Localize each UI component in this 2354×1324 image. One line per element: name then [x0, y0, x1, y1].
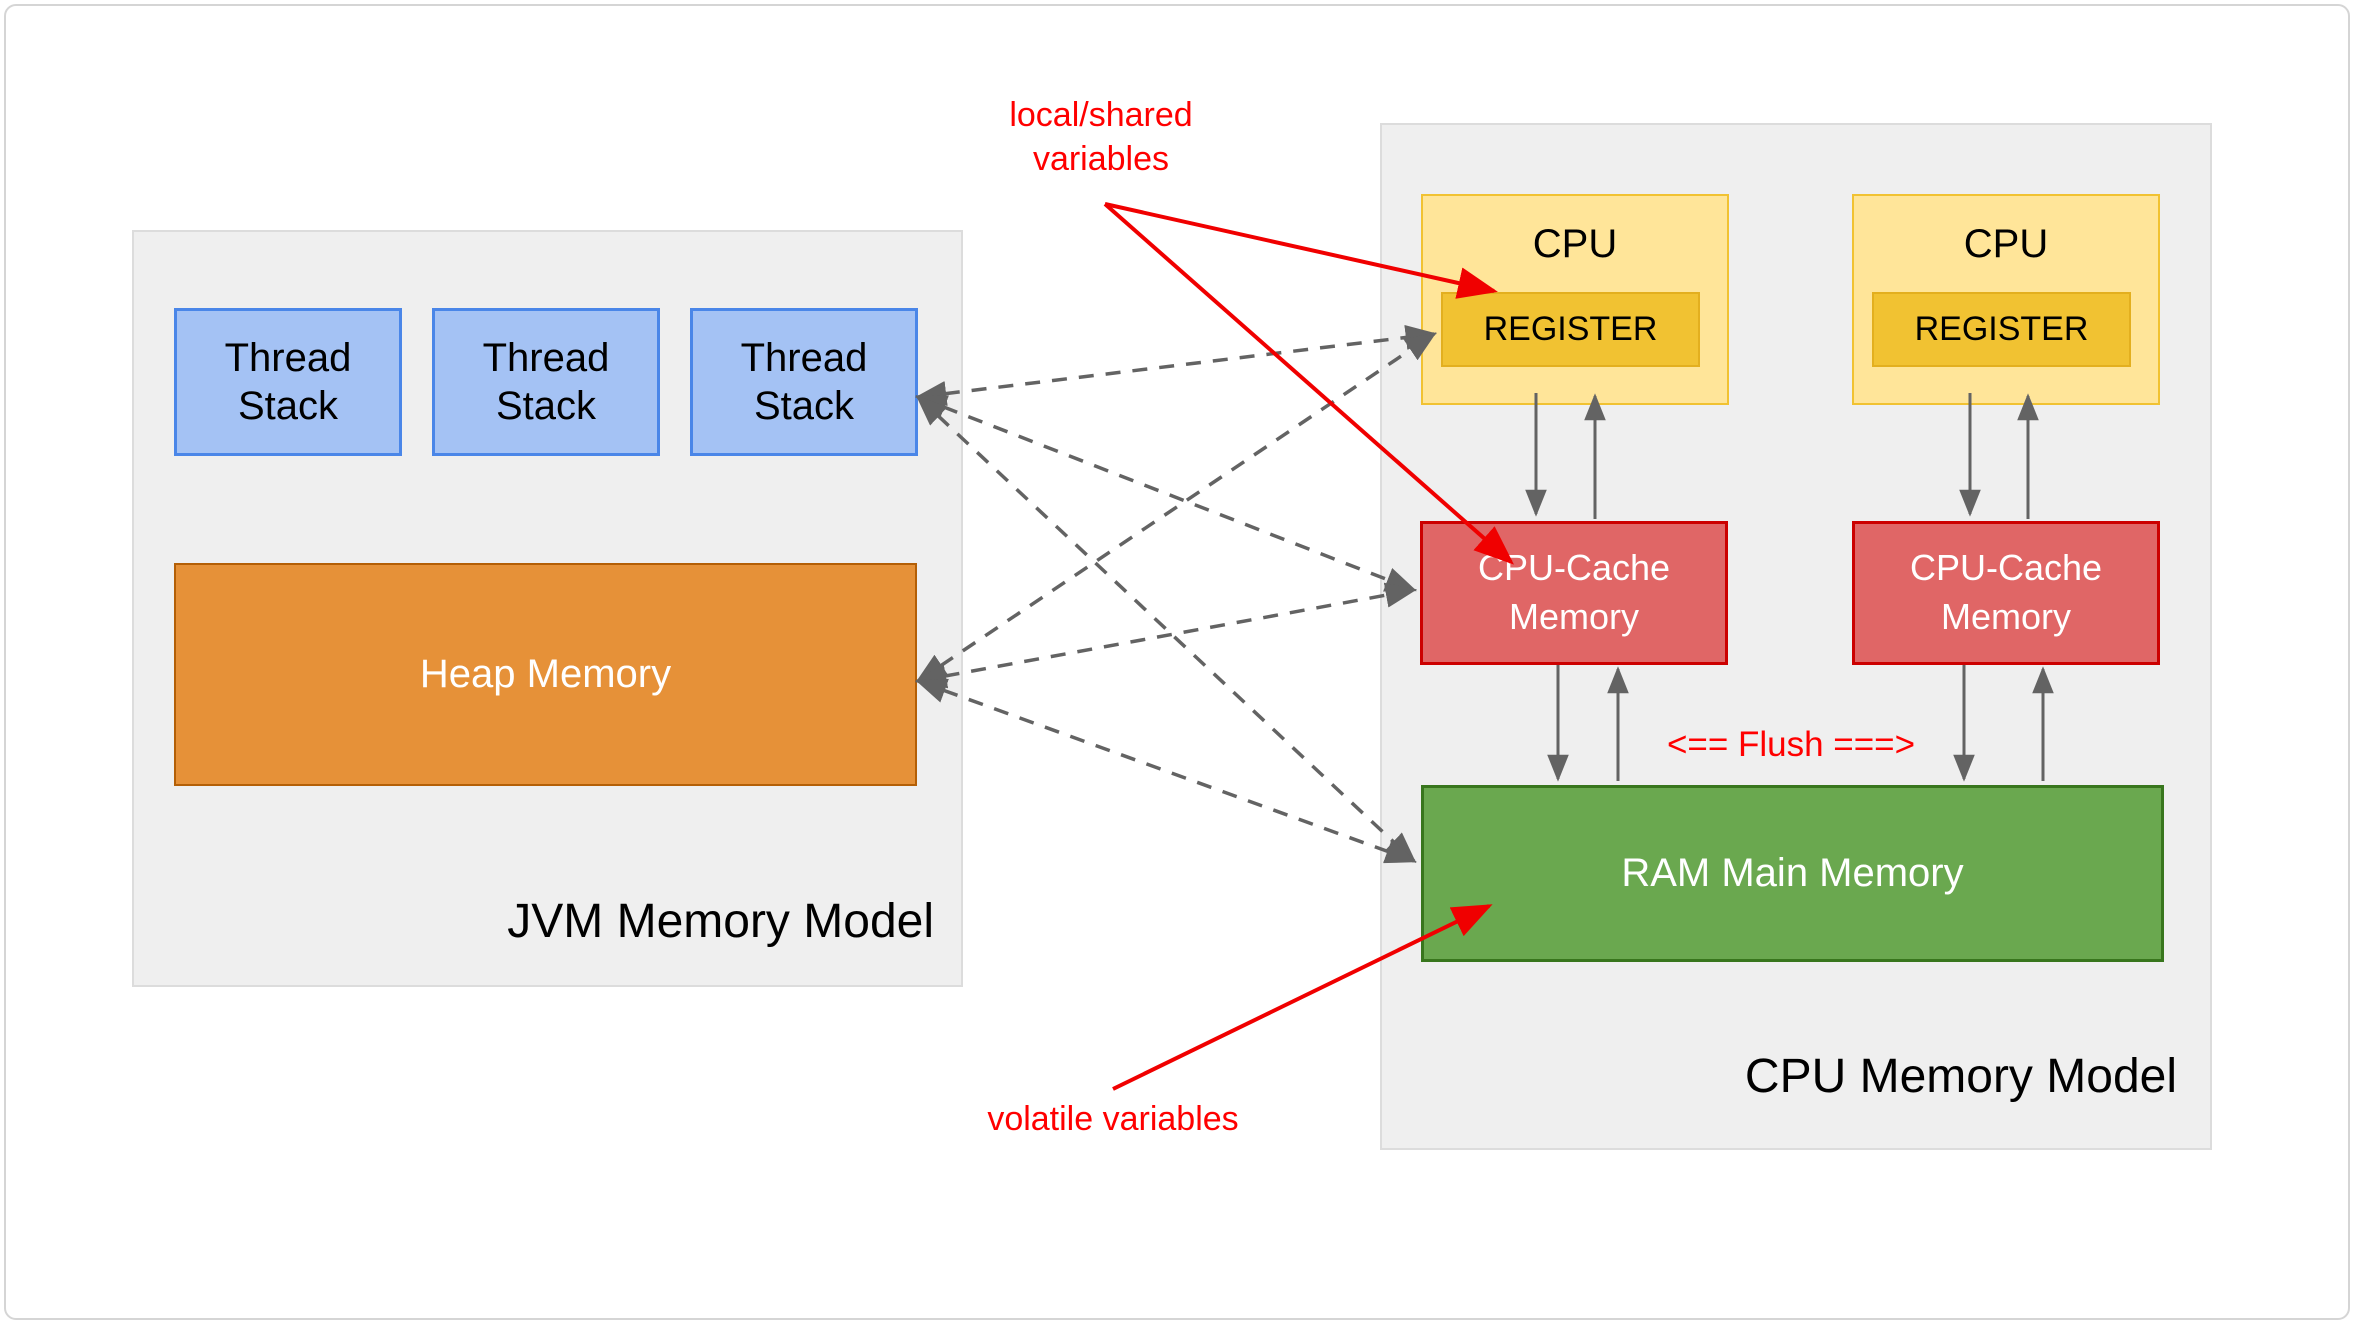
cpu-label-1: CPU [1532, 222, 1618, 266]
dashed-link-heap-cache [914, 582, 1418, 689]
flush-annotation: <== Flush ===> [1666, 725, 1916, 764]
volatile-variables-annotation: volatile variables [987, 1100, 1239, 1138]
cpu-cache-label-2: CPU-Cache Memory [1909, 547, 2103, 637]
cpu-box-1: CPU REGISTER [1421, 194, 1729, 405]
thread-stack-label-3: Thread Stack [740, 336, 868, 428]
cpu-cache-box-1: CPU-Cache Memory [1420, 521, 1728, 665]
register-box-1: REGISTER [1441, 292, 1700, 367]
thread-stack-box-2: Thread Stack [432, 308, 660, 456]
cpu-model-title: CPU Memory Model [1744, 1050, 2177, 1103]
register-label-1: REGISTER [1483, 310, 1658, 348]
cpu-memory-model-container: CPU REGISTER CPU REGISTER CPU-Cache Memo… [1380, 123, 2212, 1150]
thread-stack-label-2: Thread Stack [482, 336, 610, 428]
cpu-cache-box-2: CPU-Cache Memory [1852, 521, 2160, 665]
cpu-label-2: CPU [1963, 222, 2049, 266]
dashed-link-threadstack-register [914, 324, 1438, 407]
jvm-memory-model-container: Thread Stack Thread Stack Thread Stack H… [132, 230, 963, 987]
dashed-link-heap-register [915, 332, 1437, 683]
jvm-model-title: JVM Memory Model [507, 895, 934, 948]
register-label-2: REGISTER [1914, 310, 2089, 348]
thread-stack-label-1: Thread Stack [224, 336, 352, 428]
register-box-2: REGISTER [1872, 292, 2131, 367]
ram-main-memory-box: RAM Main Memory [1421, 785, 2164, 962]
dashed-link-threadstack-ram [915, 394, 1417, 864]
heap-memory-label: Heap Memory [419, 652, 672, 696]
cpu-cache-label-1: CPU-Cache Memory [1477, 547, 1671, 637]
heap-memory-box: Heap Memory [174, 563, 917, 786]
thread-stack-box-1: Thread Stack [174, 308, 402, 456]
thread-stack-box-3: Thread Stack [690, 308, 918, 456]
local-shared-variables-annotation: local/shared variables [1009, 96, 1193, 178]
ram-main-memory-label: RAM Main Memory [1621, 851, 1964, 895]
cpu-box-2: CPU REGISTER [1852, 194, 2160, 405]
dashed-link-heap-ram [915, 678, 1417, 864]
dashed-link-threadstack-cache [915, 395, 1417, 592]
